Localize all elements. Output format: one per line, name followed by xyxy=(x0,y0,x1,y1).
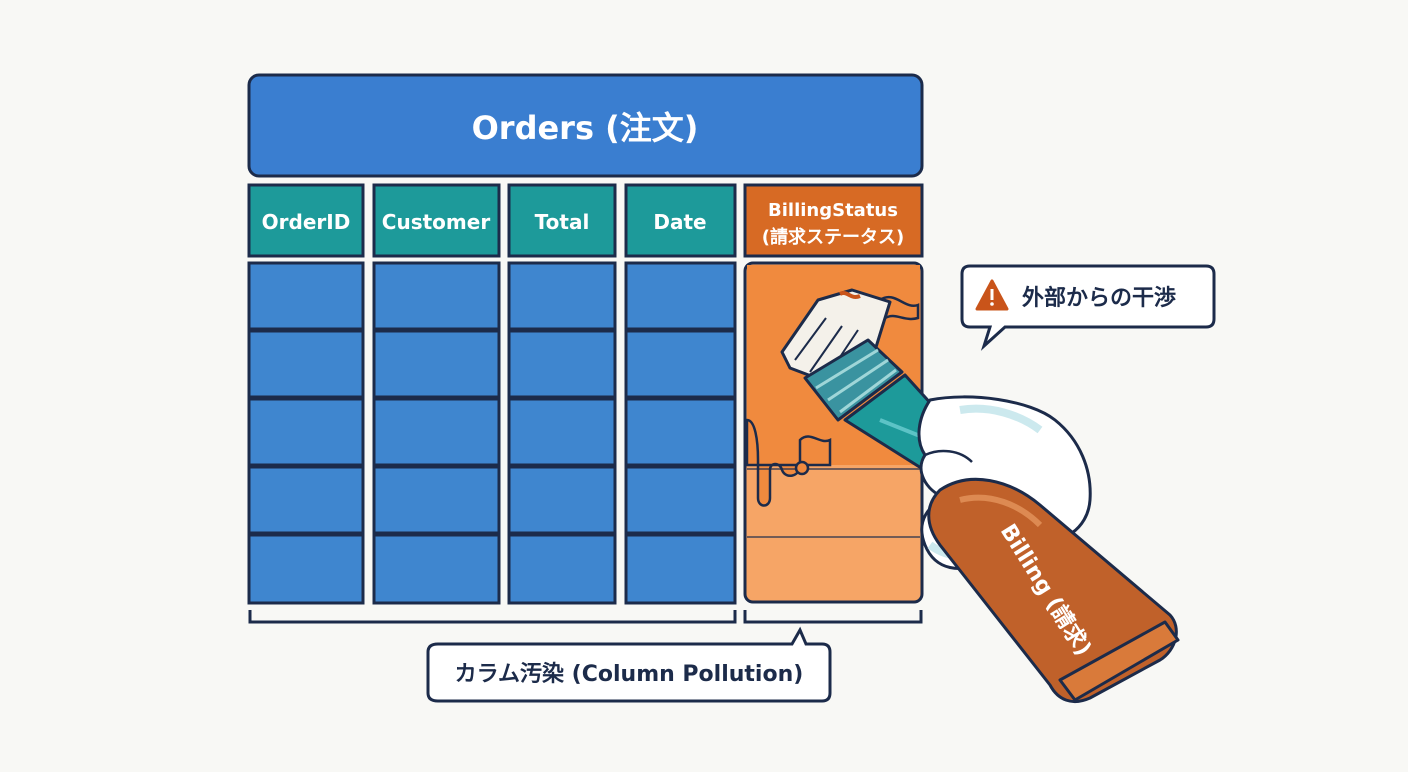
table-cell xyxy=(507,397,617,467)
column-label-billingstatus-ja: (請求ステータス) xyxy=(762,226,904,248)
column-header-row: OrderID Customer Total Date BillingStatu… xyxy=(247,183,924,258)
table-cell xyxy=(372,261,501,331)
column-header-billingstatus: BillingStatus (請求ステータス) xyxy=(743,183,924,258)
column-label-date: Date xyxy=(653,210,706,234)
pollution-bracket xyxy=(248,610,923,624)
column-header-orderid: OrderID xyxy=(247,183,365,258)
table-cell xyxy=(372,465,501,535)
pollution-label-callout: カラム汚染 (Column Pollution) xyxy=(426,626,832,703)
table-cell xyxy=(372,329,501,399)
table-body xyxy=(247,261,737,605)
table-cell xyxy=(507,465,617,535)
warning-triangle-icon xyxy=(975,279,1009,311)
table-cell xyxy=(507,329,617,399)
table-cell xyxy=(624,465,737,535)
table-cell xyxy=(247,465,365,535)
column-header-date: Date xyxy=(624,183,737,258)
table-cell xyxy=(247,329,365,399)
table-cell xyxy=(507,533,617,605)
column-label-orderid: OrderID xyxy=(262,210,351,234)
table-cell xyxy=(372,397,501,467)
pollution-label-text: カラム汚染 (Column Pollution) xyxy=(455,661,804,687)
table-cell xyxy=(624,261,737,331)
billing-sleeve: Billing (請求) xyxy=(927,477,1180,703)
paint-drip xyxy=(745,418,832,507)
column-header-customer: Customer xyxy=(372,183,501,258)
warning-callout: 外部からの干渉 xyxy=(960,264,1216,351)
column-header-total: Total xyxy=(507,183,617,258)
table-cell xyxy=(624,397,737,467)
table-title: Orders (注文) xyxy=(472,109,699,147)
column-label-total: Total xyxy=(535,210,590,234)
warning-text: 外部からの干渉 xyxy=(1022,285,1176,311)
table-cell xyxy=(624,329,737,399)
table-cell xyxy=(247,397,365,467)
table-cell xyxy=(247,533,365,605)
table-header: Orders (注文) xyxy=(247,73,924,178)
table-cell xyxy=(624,533,737,605)
table-cell xyxy=(507,261,617,331)
table-cell xyxy=(247,261,365,331)
column-label-billingstatus: BillingStatus xyxy=(768,200,898,221)
column-label-customer: Customer xyxy=(382,210,491,234)
table-cell xyxy=(372,533,501,605)
